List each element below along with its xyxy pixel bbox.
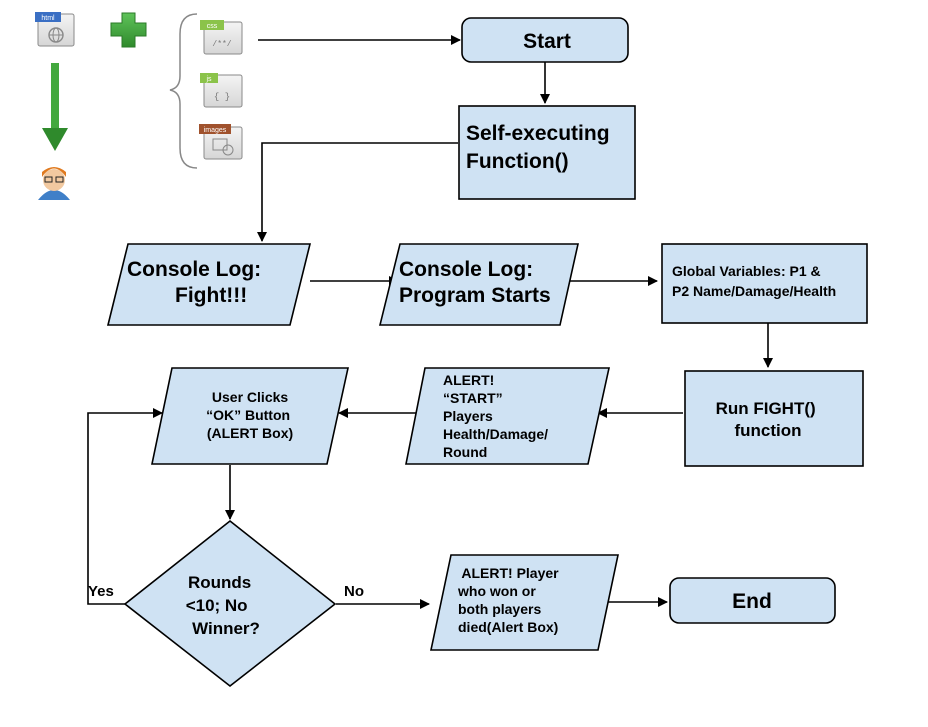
js-file-icon: js { } <box>200 73 243 108</box>
css-file-icon: css /**/ <box>200 20 243 55</box>
node-alert-end-line: who won or <box>457 583 536 599</box>
svg-text:Start: Start <box>523 30 571 53</box>
node-start: Start <box>461 17 629 63</box>
node-self-executing: Self-executing Function() <box>458 105 636 200</box>
svg-text:Global Variables: P1 & P: Global Variables: P1 & P2 Name/Damage/He… <box>672 263 836 299</box>
edges <box>87 35 773 609</box>
node-alert-start: ALERT! “START” Players Health/Damage/ Ro… <box>405 367 610 465</box>
edge-decision-yes-loop <box>87 408 163 605</box>
svg-text:User Clicks “OK” Button: User Clicks “OK” Button (ALERT Box) <box>206 389 294 441</box>
node-alert-start-line: ALERT! <box>443 372 494 388</box>
node-alert-start-line: Health/Damage/ <box>443 426 548 442</box>
node-run-fight-line: Run FIGHT() <box>716 399 816 418</box>
svg-text:End: End <box>732 590 772 613</box>
edge-label-yes: Yes <box>88 583 114 600</box>
icon-panel: html css /**/ <box>30 4 256 200</box>
node-self-executing-line: Function() <box>466 150 569 173</box>
edge-selfexec-to-logfight <box>257 142 458 242</box>
svg-text:js: js <box>205 76 212 83</box>
node-alert-start-line: “START” <box>443 390 503 406</box>
svg-text:ALERT! “START” Pla: ALERT! “START” Players Health/Damage/ Ro… <box>443 372 552 460</box>
html-file-icon: html <box>35 12 75 47</box>
node-user-clicks: User Clicks “OK” Button (ALERT Box) <box>151 367 349 465</box>
node-self-executing-line: Self-executing <box>466 122 610 145</box>
images-file-icon: images <box>199 124 243 160</box>
svg-text:ALERT! Player who won or: ALERT! Player who won or both players di… <box>457 565 563 635</box>
node-user-clicks-line: User Clicks <box>212 389 288 405</box>
node-alert-end: ALERT! Player who won or both players di… <box>430 554 619 651</box>
node-end: End <box>669 577 836 624</box>
node-user-clicks-line: (ALERT Box) <box>207 425 293 441</box>
node-end-line: End <box>732 590 772 613</box>
svg-text:html: html <box>41 15 55 22</box>
node-alert-start-line: Players <box>443 408 493 424</box>
node-alert-start-line: Round <box>443 444 487 460</box>
node-alert-end-line: died(Alert Box) <box>458 619 558 635</box>
node-console-log-program-starts-line: Console Log: <box>399 258 533 281</box>
green-plus-icon <box>110 12 147 48</box>
node-decision-rounds: Rounds <10; No Winner? <box>123 519 337 688</box>
node-run-fight: Run FIGHT() function <box>684 370 864 467</box>
svg-text:Rounds <10; No Win: Rounds <10; No Winner? <box>186 573 260 638</box>
svg-text:Console Log: Program Sta: Console Log: Program Starts <box>399 258 551 307</box>
node-start-line: Start <box>523 30 571 53</box>
svg-text:Self-executing Function(: Self-executing Function() <box>466 122 615 173</box>
node-alert-end-line: ALERT! Player <box>458 565 559 581</box>
node-console-log-program-starts: Console Log: Program Starts <box>378 243 579 326</box>
svg-text:Run FIGHT() function: Run FIGHT() function <box>716 399 821 440</box>
node-console-log-fight-line: Console Log: <box>127 258 261 281</box>
green-arrow-down-icon <box>42 63 68 151</box>
node-console-log-fight: Console Log: Fight!!! <box>106 243 312 326</box>
svg-text:css: css <box>207 23 218 30</box>
node-alert-end-line: both players <box>458 601 541 617</box>
svg-text:/**/: /**/ <box>212 40 231 49</box>
node-run-fight-line: function <box>734 421 801 440</box>
node-console-log-fight-line: Fight!!! <box>175 284 247 307</box>
node-decision-rounds-line: Winner? <box>192 619 260 638</box>
node-decision-rounds-line: Rounds <box>188 573 251 592</box>
node-user-clicks-line: “OK” Button <box>206 407 290 423</box>
user-avatar-icon <box>38 167 70 200</box>
node-global-variables-line: P2 Name/Damage/Health <box>672 283 836 299</box>
curly-brace-icon <box>169 13 198 169</box>
node-decision-rounds-line: <10; No <box>186 596 248 615</box>
svg-text:{ }: { } <box>214 92 230 102</box>
node-global-variables-line: Global Variables: P1 & <box>672 263 821 279</box>
edge-label-no: No <box>344 583 364 600</box>
node-global-variables: Global Variables: P1 & P2 Name/Damage/He… <box>661 243 868 324</box>
svg-text:images: images <box>204 127 227 134</box>
node-console-log-program-starts-line: Program Starts <box>399 284 551 307</box>
svg-text:Console Log: Fight!!!: Console Log: Fight!!! <box>127 258 267 307</box>
